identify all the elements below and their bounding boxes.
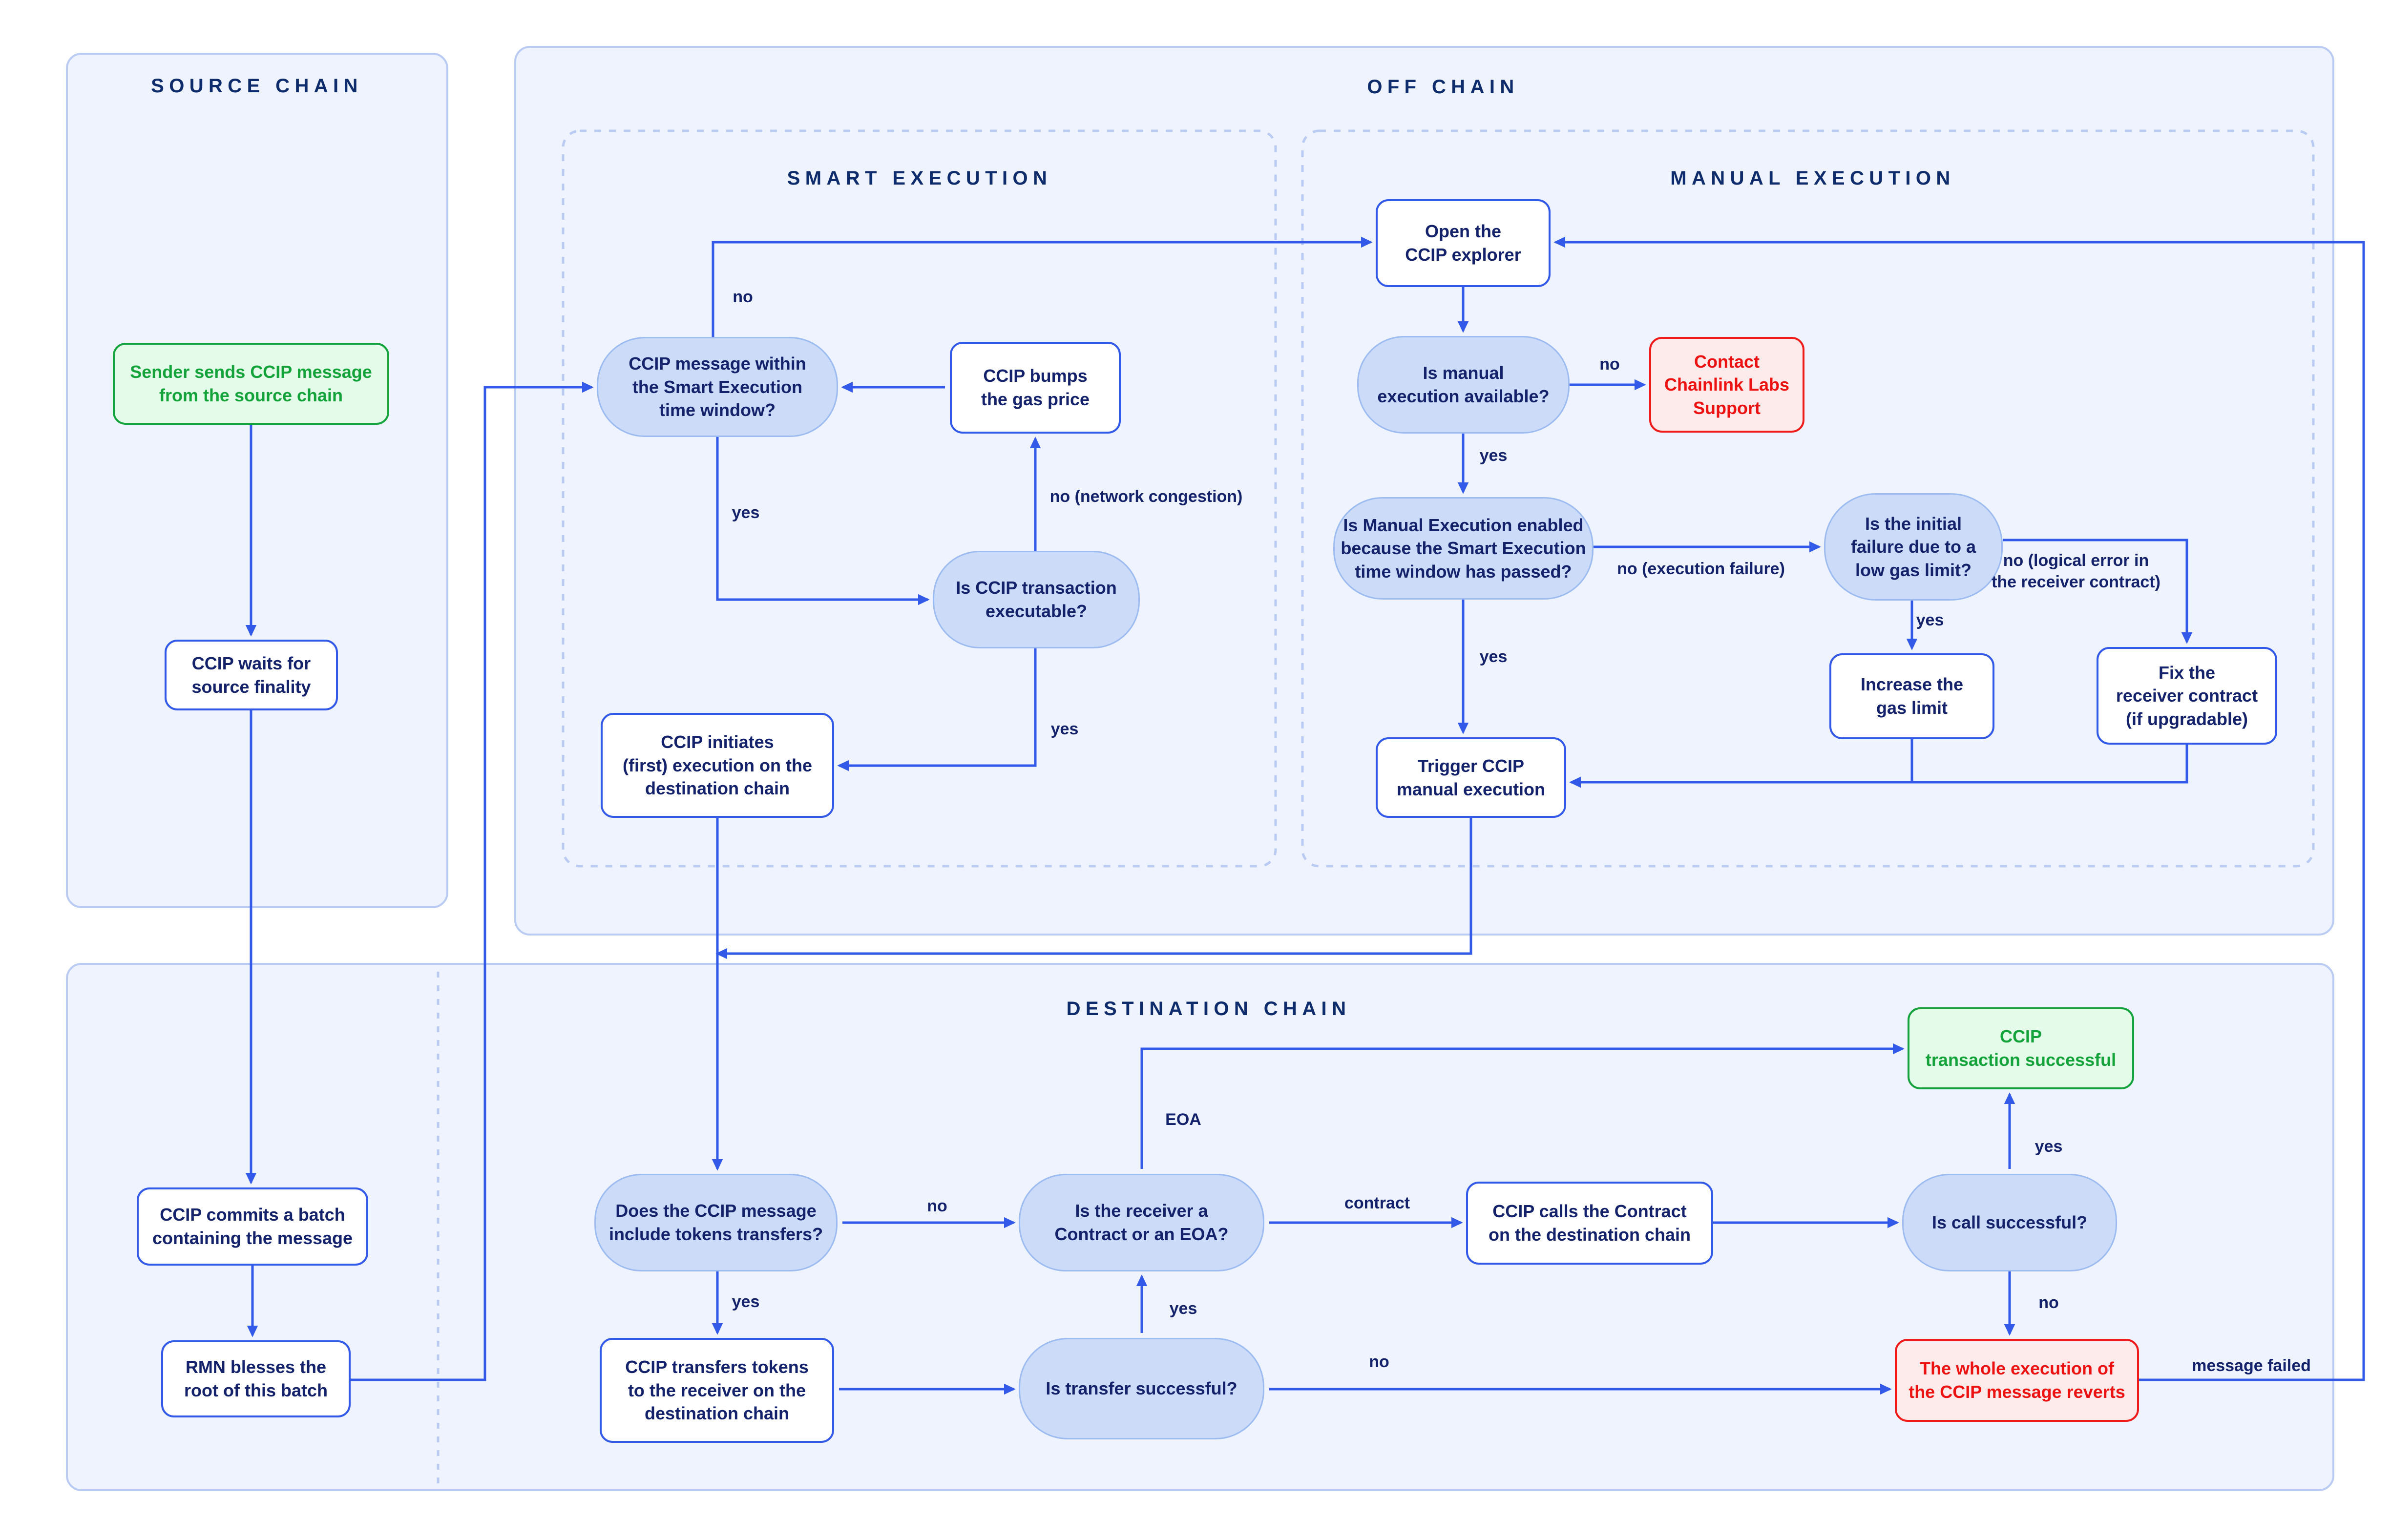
node-label-rmn-blesses: RMN blesses the root of this batch [184, 1357, 328, 1400]
edge-label-receiver-eoa: EOA [1165, 1110, 1201, 1129]
edge-label-execution-failure-no: no (execution failure) [1617, 559, 1785, 578]
node-transfers-tokens[interactable]: CCIP transfers tokens to the receiver on… [600, 1338, 834, 1443]
node-fix-receiver[interactable]: Fix the receiver contract (if upgradable… [2097, 647, 2277, 745]
node-label-manual-enabled: Is Manual Execution enabled because the … [1341, 515, 1586, 582]
node-low-gas-limit[interactable]: Is the initial failure due to a low gas … [1824, 493, 2003, 601]
node-initiates-exec[interactable]: CCIP initiates (first) execution on the … [601, 713, 834, 818]
lane-title-manual-execution: MANUAL EXECUTION [1670, 167, 1955, 189]
lane-title-destination-chain: DESTINATION CHAIN [1066, 998, 1351, 1020]
edge-label-tokens-no: no [927, 1196, 947, 1215]
node-label-includes-tokens: Does the CCIP message include tokens tra… [608, 1201, 823, 1244]
edge-fix-to-trigger [1569, 745, 2188, 788]
node-label-commits-batch: CCIP commits a batch containing the mess… [152, 1205, 353, 1248]
node-includes-tokens[interactable]: Does the CCIP message include tokens tra… [594, 1174, 838, 1271]
node-transfer-success[interactable]: Is transfer successful? [1019, 1338, 1264, 1439]
node-label-tx-successful: CCIP transaction successful [1925, 1026, 2117, 1070]
node-receiver-type[interactable]: Is the receiver a Contract or an EOA? [1019, 1174, 1264, 1271]
node-manual-available[interactable]: Is manual execution available? [1357, 336, 1570, 434]
edge-window-no-to-explorer [712, 236, 1373, 337]
node-open-explorer[interactable]: Open the CCIP explorer [1376, 199, 1551, 287]
node-call-success[interactable]: Is call successful? [1902, 1174, 2117, 1271]
edge-trigger-to-tokens [715, 818, 1472, 959]
node-label-increase-gas: Increase the gas limit [1860, 674, 1964, 718]
node-label-bumps-gas: CCIP bumps the gas price [981, 366, 1090, 409]
node-within-window[interactable]: CCIP message within the Smart Execution … [597, 337, 838, 437]
node-label-call-success: Is call successful? [1931, 1212, 2088, 1233]
lane-source-chain [66, 53, 448, 908]
node-label-manual-available: Is manual execution available? [1377, 363, 1550, 406]
node-label-receiver-type: Is the receiver a Contract or an EOA? [1054, 1201, 1229, 1244]
edge-receiver-eoa-to-success [1140, 1043, 1905, 1169]
lane-manual-execution [1301, 129, 2315, 868]
node-label-calls-contract: CCIP calls the Contract on the destinati… [1488, 1201, 1691, 1245]
edge-label-transfer-yes: yes [1169, 1299, 1197, 1318]
node-label-trigger-manual: Trigger CCIP manual execution [1396, 755, 1546, 799]
node-label-waits-finality: CCIP waits for source finality [191, 653, 311, 697]
lane-title-source-chain: SOURCE CHAIN [151, 75, 363, 97]
lane-title-off-chain: OFF CHAIN [1367, 76, 1519, 98]
lane-title-smart-execution: SMART EXECUTION [787, 167, 1052, 189]
edge-label-executable-yes: yes [1050, 719, 1079, 738]
node-label-sender-sends: Sender sends CCIP message from the sourc… [130, 362, 372, 405]
node-label-contact-support: Contact Chainlink Labs Support [1664, 351, 1790, 418]
node-label-open-explorer: Open the CCIP explorer [1405, 221, 1521, 265]
node-label-transfers-tokens: CCIP transfers tokens to the receiver on… [625, 1357, 809, 1424]
node-calls-contract[interactable]: CCIP calls the Contract on the destinati… [1466, 1182, 1713, 1265]
node-label-low-gas-limit: Is the initial failure due to a low gas … [1850, 513, 1976, 580]
edge-label-logical-error-no: no (logical error in the receiver contra… [1992, 551, 2160, 591]
edge-gaslimit-no-to-fix [2003, 539, 2193, 644]
node-label-within-window: CCIP message within the Smart Execution … [629, 354, 806, 420]
node-waits-finality[interactable]: CCIP waits for source finality [165, 640, 338, 710]
edge-label-smart-yes: yes [732, 503, 760, 522]
node-tx-successful[interactable]: CCIP transaction successful [1908, 1007, 2134, 1089]
lane-smart-execution [562, 129, 1277, 868]
node-label-initiates-exec: CCIP initiates (first) execution on the … [622, 732, 813, 799]
lane-layer [66, 46, 2334, 1491]
edge-label-call-yes: yes [2034, 1137, 2063, 1156]
edge-label-manual-available-no: no [1599, 354, 1620, 374]
node-rmn-blesses[interactable]: RMN blesses the root of this batch [161, 1340, 351, 1417]
edge-label-manual-available-yes: yes [1479, 446, 1508, 465]
edge-paths [245, 236, 2365, 1395]
node-label-tx-executable: Is CCIP transaction executable? [956, 578, 1117, 621]
edge-label-manual-enabled-yes: yes [1479, 647, 1508, 666]
edge-label-call-no: no [2038, 1293, 2059, 1312]
edge-label-message-failed: message failed [2192, 1356, 2311, 1375]
edge-label-tokens-yes: yes [732, 1292, 760, 1311]
edge-window-yes-to-executable [716, 437, 930, 605]
node-trigger-manual[interactable]: Trigger CCIP manual execution [1376, 737, 1566, 818]
edge-executable-yes-to-initiate [837, 648, 1037, 771]
edge-rmn-to-window [351, 381, 594, 1381]
node-bumps-gas[interactable]: CCIP bumps the gas price [950, 342, 1121, 434]
node-commits-batch[interactable]: CCIP commits a batch containing the mess… [137, 1187, 368, 1266]
node-execution-reverts[interactable]: The whole execution of the CCIP message … [1895, 1339, 2139, 1422]
node-increase-gas[interactable]: Increase the gas limit [1829, 653, 1994, 739]
node-manual-enabled[interactable]: Is Manual Execution enabled because the … [1333, 497, 1594, 600]
edge-label-transfer-no: no [1369, 1352, 1389, 1371]
edge-label-receiver-contract: contract [1344, 1193, 1410, 1212]
edge-label-network-congestion-no: no (network congestion) [1049, 487, 1243, 506]
node-contact-support[interactable]: Contact Chainlink Labs Support [1649, 337, 1804, 433]
node-label-fix-receiver: Fix the receiver contract (if upgradable… [2116, 662, 2258, 729]
edge-label-gas-limit-yes: yes [1916, 610, 1944, 629]
edge-revert-to-explorer [1553, 236, 2365, 1381]
node-tx-executable[interactable]: Is CCIP transaction executable? [933, 551, 1140, 648]
node-sender-sends[interactable]: Sender sends CCIP message from the sourc… [113, 343, 389, 425]
node-label-execution-reverts: The whole execution of the CCIP message … [1909, 1358, 2125, 1402]
edge-label-smart-no: no [733, 287, 753, 306]
node-label-transfer-success: Is transfer successful? [1046, 1378, 1237, 1399]
